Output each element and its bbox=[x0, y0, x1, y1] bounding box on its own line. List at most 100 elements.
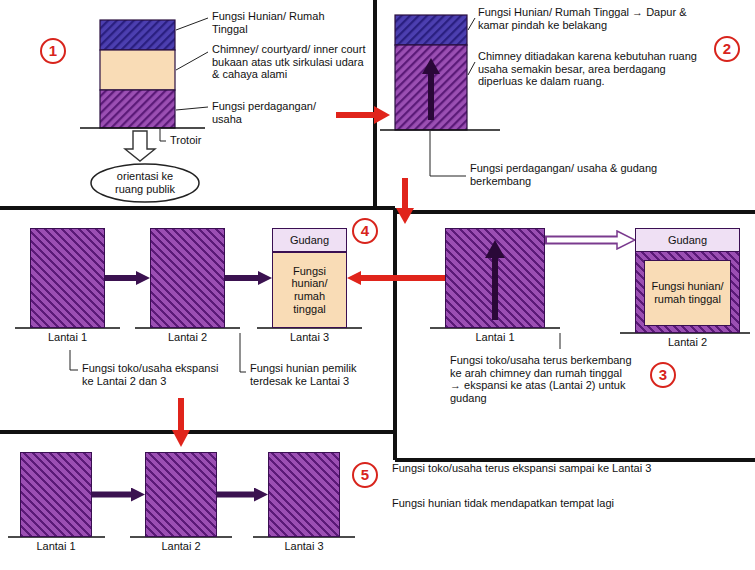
floor-label: Lantai 2 bbox=[130, 331, 245, 344]
dwelling-band: Fungsi hunian/ rumah tinggal bbox=[272, 252, 347, 328]
arrow-head bbox=[485, 240, 505, 258]
growth-arrow bbox=[428, 72, 434, 120]
panel-divider bbox=[393, 208, 397, 460]
trade-band bbox=[100, 90, 175, 128]
panel-divider bbox=[395, 210, 755, 214]
trade-band bbox=[395, 45, 467, 130]
floor-block: Lantai 3 bbox=[268, 452, 340, 555]
leader-line bbox=[240, 333, 246, 372]
callout-number: 1 bbox=[40, 38, 66, 64]
node-label: orientasi ke ruang publik bbox=[90, 170, 200, 195]
storage-band: Gudang bbox=[272, 228, 347, 252]
annotation-text: Fungsi Hunian/ Rumah Tinggal bbox=[212, 10, 362, 35]
floor-label: Lantai 1 bbox=[10, 331, 125, 344]
annotation-text: Fungsi toko/usaha terus ekspansi sampai … bbox=[392, 462, 727, 475]
leader-line bbox=[176, 52, 208, 70]
arrow-inner bbox=[547, 238, 621, 243]
arrow-head bbox=[396, 208, 414, 224]
floor-outline bbox=[150, 228, 225, 328]
arrow-head bbox=[374, 106, 390, 124]
floor-outline bbox=[145, 452, 217, 537]
floor-label: Lantai 3 bbox=[252, 331, 367, 344]
leader-line bbox=[468, 62, 475, 75]
courtyard-band bbox=[100, 50, 175, 90]
ground-label: Trotoir bbox=[170, 134, 230, 147]
dwelling-band bbox=[395, 15, 467, 45]
flow-arrow bbox=[105, 278, 140, 279]
floor-outline bbox=[445, 228, 545, 328]
annotation-text: Fungsi toko/usaha terus berkembang ke ar… bbox=[450, 354, 635, 405]
flow-arrow bbox=[545, 240, 623, 241]
oval-outline bbox=[91, 164, 199, 202]
flow-arrow bbox=[225, 275, 262, 281]
panel-divider bbox=[0, 206, 375, 210]
step-arrow bbox=[336, 112, 376, 118]
leader-line bbox=[430, 131, 466, 176]
leader-line bbox=[560, 333, 561, 349]
flow-arrow bbox=[92, 494, 135, 495]
annotation-text: Chimney ditiadakan karena kebutuhan ruan… bbox=[478, 50, 710, 88]
arrow-head bbox=[172, 430, 190, 447]
dwelling-band: Fungsi hunian/ rumah tinggal bbox=[644, 260, 731, 326]
floor-block: Lantai 2GudangFungsi hunian/ rumah tingg… bbox=[635, 228, 740, 351]
floor-outline bbox=[20, 452, 92, 537]
annotation-text: Fungsi perdagangan/ usaha bbox=[212, 100, 334, 125]
annotation-text: Fungsi toko/usaha ekspansi ke Lantai 2 d… bbox=[82, 362, 232, 387]
floor-block: Lantai 1 bbox=[20, 452, 92, 555]
annotation-text: Fungsi hunian tidak mendapatkan tempat l… bbox=[392, 497, 727, 510]
flow-arrow bbox=[217, 494, 258, 495]
leader-line bbox=[468, 18, 475, 30]
panel-divider bbox=[0, 0, 755, 460]
dwelling-band bbox=[100, 20, 175, 50]
step-arrow bbox=[402, 178, 408, 210]
floor-label: Lantai 1 bbox=[425, 331, 565, 344]
flow-arrow bbox=[92, 492, 135, 498]
callout-number: 2 bbox=[714, 36, 740, 62]
floor-block: Lantai 2 bbox=[145, 452, 217, 555]
flow-arrow bbox=[545, 236, 623, 245]
shophouse-section bbox=[395, 15, 467, 130]
ground-line bbox=[80, 127, 205, 129]
hollow-arrow bbox=[125, 131, 155, 161]
flow-arrow bbox=[217, 492, 258, 498]
floor-label: Lantai 2 bbox=[125, 540, 237, 553]
flow-arrow bbox=[357, 278, 445, 279]
floor-outline bbox=[30, 228, 105, 328]
callout-number: 3 bbox=[650, 362, 676, 388]
floor-label: Lantai 1 bbox=[0, 540, 112, 553]
ground-line bbox=[380, 129, 500, 131]
orientation-oval: orientasi ke ruang publik bbox=[90, 163, 200, 203]
floor-label: Lantai 3 bbox=[248, 540, 360, 553]
node-label: Gudang bbox=[286, 232, 333, 249]
floor-outline bbox=[268, 452, 340, 537]
leader-line bbox=[176, 107, 208, 110]
callout-number: 4 bbox=[352, 218, 378, 244]
annotation-text: Fungsi perdagangan/ usaha & gudang berke… bbox=[470, 162, 670, 187]
floor-label: Lantai 2 bbox=[615, 336, 755, 349]
node-label: Gudang bbox=[664, 232, 711, 249]
floor-block: Lantai 2 bbox=[150, 228, 225, 346]
panel-divider bbox=[0, 430, 395, 434]
panel-divider bbox=[375, 0, 395, 208]
floor-block: Lantai 1 bbox=[30, 228, 105, 346]
panel-divider bbox=[395, 458, 755, 462]
flow-arrow bbox=[105, 275, 140, 281]
growth-arrow bbox=[422, 58, 440, 120]
flow-arrow bbox=[357, 275, 445, 281]
annotation-text: Fungsi hunian pemilik terdesak ke Lantai… bbox=[250, 362, 375, 387]
node-label: Fungsi hunian/ rumah tinggal bbox=[273, 263, 346, 318]
annotation-text: Chimney/ courtyard/ inner court bukaan a… bbox=[212, 43, 370, 81]
annotation-text: Fungsi Hunian/ Rumah Tinggal → Dapur & k… bbox=[478, 6, 706, 31]
node-label: Fungsi hunian/ rumah tinggal bbox=[645, 278, 730, 307]
arrow-head bbox=[422, 58, 440, 74]
floor-block: Lantai 3GudangFungsi hunian/ rumah tingg… bbox=[272, 228, 347, 346]
step-arrow bbox=[178, 398, 184, 432]
leader-line bbox=[176, 18, 208, 30]
shophouse-section bbox=[100, 20, 175, 128]
leader-line bbox=[160, 129, 166, 141]
flow-arrow bbox=[225, 278, 262, 279]
ground-line bbox=[8, 128, 750, 537]
floor-block: Lantai 1 bbox=[445, 228, 545, 346]
